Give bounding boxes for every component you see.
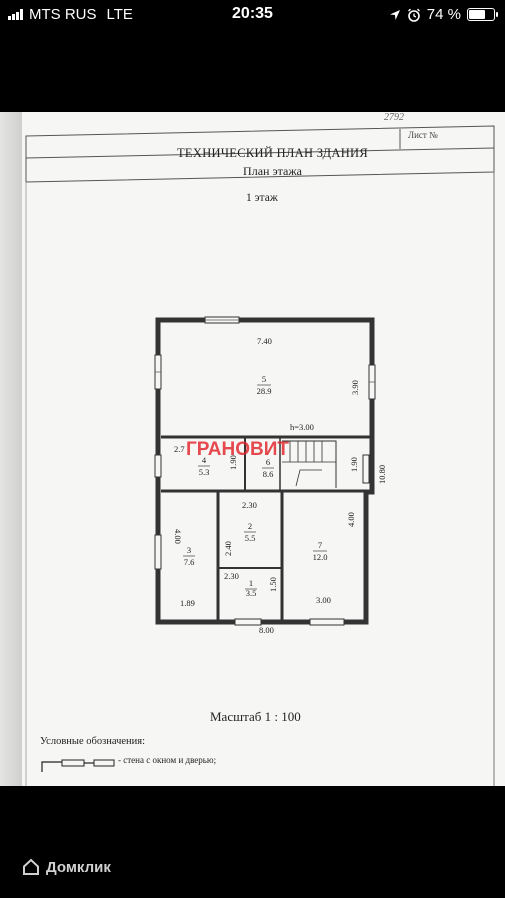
title-block-frame <box>25 125 495 786</box>
dim-room4-height: 1.90 <box>228 455 238 470</box>
dim-bath-height: 1.50 <box>268 577 278 592</box>
dim-overall-height: 10.80 <box>377 465 387 484</box>
floor-label: 1 этаж <box>246 192 278 204</box>
room-5: 5 28.9 <box>257 374 272 396</box>
svg-text:5: 5 <box>262 374 266 384</box>
battery-icon <box>467 8 498 21</box>
dim-room7-width: 3.00 <box>316 595 331 605</box>
brand-logo: Домклик <box>22 858 111 876</box>
room-7: 7 12.0 <box>313 540 328 562</box>
legend-wall-symbol <box>41 759 115 772</box>
svg-text:2: 2 <box>248 521 252 531</box>
dim-stairs-height: 1.90 <box>349 457 359 472</box>
legend-item: - стена с окном и дверью; <box>118 755 217 765</box>
svg-text:4: 4 <box>202 455 207 465</box>
svg-text:12.0: 12.0 <box>313 552 328 562</box>
document-title: ТЕХНИЧЕСКИЙ ПЛАН ЗДАНИЯ <box>177 146 368 160</box>
dim-top-width: 7.40 <box>257 336 272 346</box>
svg-text:3: 3 <box>187 545 191 555</box>
dim-room2-height: 2.40 <box>223 541 233 556</box>
network-type: LTE <box>106 6 133 23</box>
brand-name: Домклик <box>46 858 111 876</box>
dim-room3-height: 4.00 <box>173 529 183 544</box>
dim-ceiling-height: h=3.00 <box>290 422 314 432</box>
dim-side-small: 2.7 <box>174 444 185 454</box>
document-code: 2792 <box>384 112 404 123</box>
dim-bath-width: 2.30 <box>224 571 239 581</box>
status-bar: MTS RUS LTE 20:35 74 % <box>0 0 505 32</box>
bottom-area <box>0 786 505 898</box>
dim-room7-height: 4.00 <box>346 512 356 527</box>
svg-text:1: 1 <box>249 578 253 588</box>
svg-text:8.6: 8.6 <box>263 469 274 479</box>
room-1: 1 3.5 <box>245 578 257 598</box>
room-4: 4 5.3 <box>198 455 210 477</box>
house-icon <box>23 858 39 875</box>
alarm-icon <box>407 8 420 22</box>
legend-title: Условные обозначения: <box>40 736 146 747</box>
dim-overall-width: 8.00 <box>259 625 274 635</box>
room-3: 3 7.6 <box>183 545 195 567</box>
room-6: 6 8.6 <box>262 457 274 479</box>
svg-text:7: 7 <box>318 540 322 550</box>
watermark-logo: ГРАНОВИТ <box>186 439 289 460</box>
paper-sheet <box>22 112 505 786</box>
svg-text:6: 6 <box>266 457 270 467</box>
room-2: 2 5.5 <box>244 521 256 543</box>
battery-percent: 74 % <box>426 6 461 23</box>
svg-text:7.6: 7.6 <box>184 557 195 567</box>
dim-hall-width: 2.30 <box>242 500 257 510</box>
dim-room5-height: 3.90 <box>350 380 360 395</box>
dim-room3-width: 1.89 <box>180 598 195 608</box>
document-photo <box>0 112 505 786</box>
cellular-signal-icon <box>8 9 23 20</box>
paper-edge <box>0 112 22 786</box>
sheet-number-label: Лист № <box>408 130 438 140</box>
clock: 20:35 <box>232 5 273 22</box>
svg-text:5.3: 5.3 <box>199 467 210 477</box>
location-arrow-icon <box>389 9 400 20</box>
svg-text:28.9: 28.9 <box>257 386 272 396</box>
scale-label: Масштаб 1 : 100 <box>210 709 301 724</box>
document-subtitle: План этажа <box>243 164 302 178</box>
carrier-name: MTS RUS <box>29 6 97 23</box>
svg-text:5.5: 5.5 <box>245 533 256 543</box>
svg-text:3.5: 3.5 <box>246 588 257 598</box>
